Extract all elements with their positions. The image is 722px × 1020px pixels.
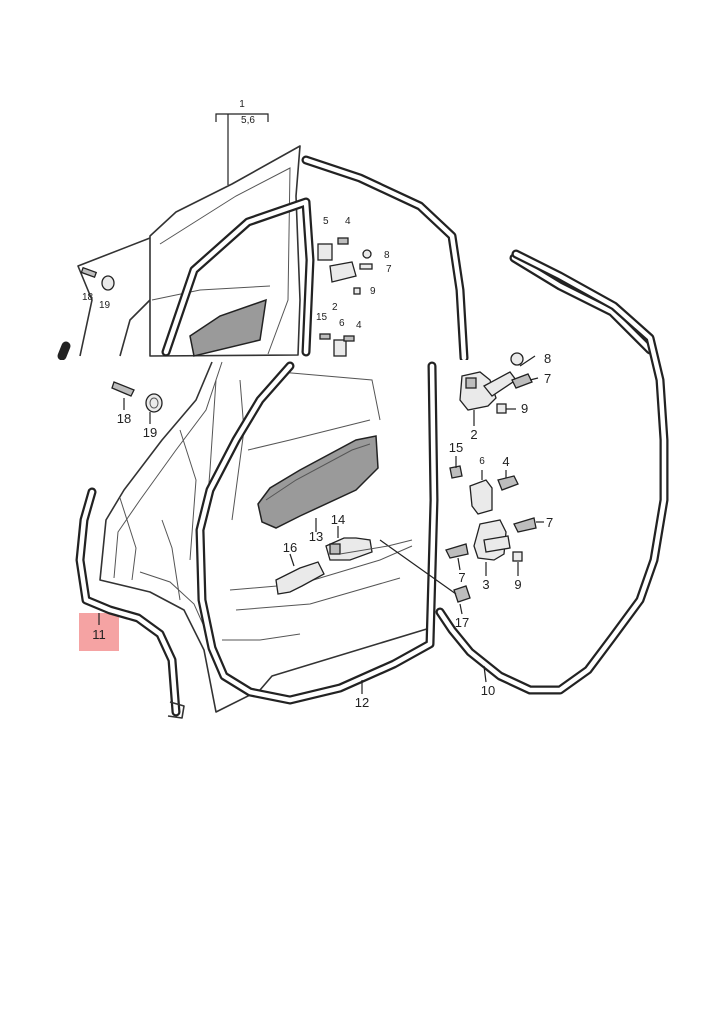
- callout-8: 8: [544, 351, 551, 366]
- callout-16: 16: [283, 540, 297, 555]
- door-shell: [99, 361, 433, 713]
- lock-16: [275, 561, 325, 595]
- washer-9-lower: [512, 551, 523, 562]
- main-door-view: 11 18 19 8 7 9 2 15 6 4 7 7 3 9 17 13 14…: [75, 249, 669, 719]
- small-plug-19: [101, 275, 115, 291]
- callout-7-upper: 7: [544, 371, 551, 386]
- callout-4: 4: [502, 454, 509, 469]
- callout-2: 2: [470, 427, 477, 442]
- small-callout-15: 15: [316, 312, 328, 323]
- callout-3: 3: [482, 577, 489, 592]
- callout-14: 14: [331, 512, 345, 527]
- hinge-6: [469, 479, 493, 515]
- washer-9-upper: [496, 403, 507, 414]
- small-callout-4b: 4: [356, 320, 362, 331]
- callout-6: 6: [479, 456, 485, 467]
- small-hinge-upper: [317, 243, 333, 261]
- callout-1: 1: [239, 99, 245, 110]
- bolt-7-lower: [445, 543, 469, 559]
- small-callout-8: 8: [384, 250, 390, 261]
- callout-10: 10: [481, 683, 495, 698]
- small-callout-2: 2: [332, 302, 338, 313]
- small-callout-18: 18: [82, 292, 94, 303]
- bolt-4: [497, 475, 519, 491]
- small-callout-9: 9: [370, 286, 376, 297]
- bolt-7-upper: [511, 373, 533, 389]
- callout-9-lower: 9: [514, 577, 521, 592]
- nut-8: [510, 352, 524, 366]
- small-callout-5: 5: [323, 216, 329, 227]
- callout-12: 12: [355, 695, 369, 710]
- callout-15: 15: [449, 440, 463, 455]
- small-callout-7: 7: [386, 264, 392, 275]
- small-callout-4a: 4: [345, 216, 351, 227]
- small-callout-6: 6: [339, 318, 345, 329]
- door-assembly-bracket: [215, 113, 269, 122]
- callout-9-upper: 9: [521, 401, 528, 416]
- small-callout-19: 19: [99, 300, 111, 311]
- callout-11: 11: [92, 627, 106, 642]
- small-hinge-lower: [333, 339, 347, 357]
- bolt-17: [453, 585, 471, 603]
- callout-13: 13: [309, 529, 323, 544]
- bolt-18: [111, 381, 135, 397]
- callout-1-sub: 5,6: [241, 115, 255, 126]
- small-window-pane: [189, 298, 267, 357]
- main-view-backdrop: [60, 360, 540, 740]
- window-pane-13: [257, 435, 379, 529]
- callout-18: 18: [117, 411, 131, 426]
- bolt-7-mid: [513, 517, 537, 533]
- callout-7-lower: 7: [458, 570, 465, 585]
- callout-19: 19: [143, 425, 157, 440]
- callout-17: 17: [455, 615, 469, 630]
- bolt-15: [449, 465, 463, 479]
- small-door-shell: [149, 145, 301, 357]
- plug-19: [145, 393, 163, 413]
- overview-door-view: 1 5,6 5 4 8 7 9 2: [57, 99, 655, 363]
- callout-7-mid: 7: [546, 515, 553, 530]
